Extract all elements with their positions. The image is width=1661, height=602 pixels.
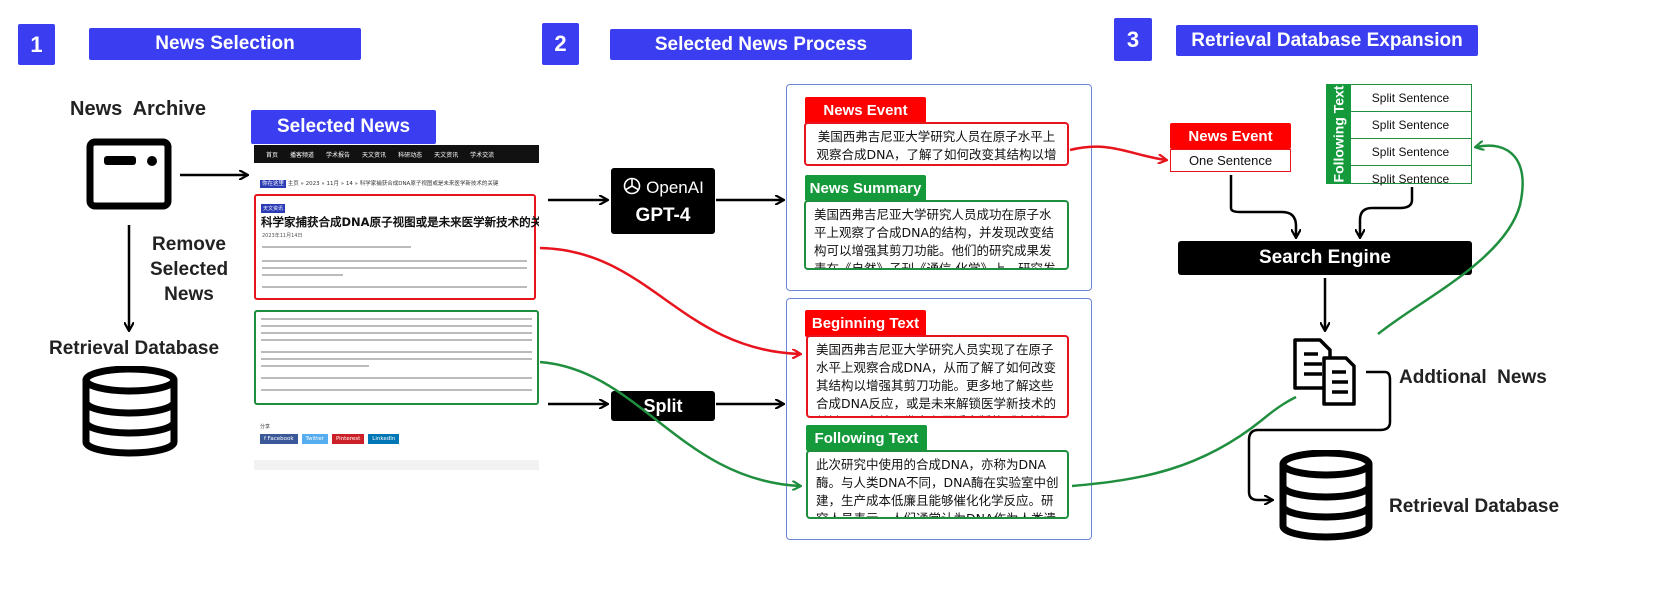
- gpt4-box: OpenAI GPT-4: [611, 168, 715, 234]
- news-summary-tag: News Summary: [805, 175, 926, 201]
- arrow-following-to-database: [1071, 395, 1297, 488]
- nav-home[interactable]: 首页: [266, 151, 279, 159]
- retrieval-database-label-2: Retrieval Database: [1389, 496, 1560, 517]
- additional-news-label: Addtional News: [1399, 367, 1547, 388]
- beginning-text: 美国西弗吉尼亚大学研究人员实现了在原子水平上观察合成DNA，从而了解了如何改变其…: [806, 335, 1069, 418]
- facebook-share-button[interactable]: f Facebook: [260, 434, 298, 444]
- step-3-number: 3: [1114, 18, 1152, 61]
- nav-item[interactable]: 学术交流: [470, 151, 495, 159]
- arrow-news-to-database: [1247, 370, 1392, 500]
- selected-news-header: Selected News: [251, 110, 436, 144]
- remove-line-1: Remove: [152, 234, 226, 255]
- document-icon: [1290, 336, 1362, 410]
- retrieval-database-label-1: Retrieval Database: [49, 338, 220, 359]
- arrow-green-to-following: [539, 360, 800, 486]
- news-event-tag-s3: News Event: [1170, 123, 1291, 149]
- arrow-onesentence-to-search: [1229, 175, 1296, 237]
- webpage-navbar: 首页 播客频道 学术报告 天文资讯 科研动态 天文资讯 学术交流: [254, 145, 539, 163]
- following-text-tag: Following Text: [806, 425, 927, 451]
- openai-label: OpenAI: [646, 178, 704, 197]
- following-text: 此次研究中使用的合成DNA，亦称为DNA酶。与人类DNA不同，DNA酶在实验室中…: [806, 450, 1069, 519]
- split-sentence-list: Split Sentence Split Sentence Split Sent…: [1350, 84, 1472, 186]
- event-section-highlight: 天文资讯 科学家捕获合成DNA原子视图或是未来医学新技术的关键 2023年11月…: [254, 194, 539, 300]
- news-webpage: 首页 播客频道 学术报告 天文资讯 科研动态 天文资讯 学术交流 你在这里 主页…: [254, 145, 539, 470]
- one-sentence-box: One Sentence: [1170, 149, 1291, 172]
- arrow-green-feedback: [1377, 146, 1524, 335]
- split-sentence-item: Split Sentence: [1350, 112, 1471, 139]
- split-box: Split: [611, 391, 715, 421]
- twitter-share-button[interactable]: Twitter: [301, 434, 328, 444]
- step-1-number: 1: [18, 24, 55, 65]
- linkedin-share-button[interactable]: LinkedIn: [368, 434, 400, 444]
- arrow-splitsent-to-search: [1360, 187, 1414, 237]
- nav-item[interactable]: 播客频道: [290, 151, 315, 159]
- breadcrumb-path: 主页 » 2023 » 11月 » 14 » 科学家捕获合成DNA原子视图或是未…: [287, 181, 499, 187]
- news-event-text: 美国西弗吉尼亚大学研究人员在原子水平上观察合成DNA，了解了如何改变其结构以增强…: [804, 122, 1069, 166]
- nav-item[interactable]: 学术报告: [326, 151, 351, 159]
- database-icon: [80, 365, 180, 458]
- openai-logo-icon: [622, 176, 642, 201]
- news-summary-text: 美国西弗吉尼亚大学研究人员成功在原子水平上观察了合成DNA的结构，并发现改变结构…: [804, 200, 1069, 270]
- remove-selected-news-label: Remove Selected News: [150, 232, 228, 307]
- article-lines: [262, 246, 532, 288]
- following-text-vertical-tag: Following Text: [1326, 84, 1351, 184]
- arrow-red-to-news-event: [1069, 145, 1166, 160]
- nav-item[interactable]: 天文资讯: [362, 151, 387, 159]
- gpt4-label: GPT-4: [635, 204, 691, 226]
- remove-line-2: Selected: [150, 259, 229, 280]
- split-output-panel: [786, 298, 1092, 540]
- remove-line-3: News: [164, 284, 214, 305]
- arrow-red-to-beginning: [539, 246, 800, 354]
- step-3-title: Retrieval Database Expansion: [1176, 25, 1478, 56]
- category-badge: 天文资讯: [261, 204, 286, 213]
- beginning-text-tag: Beginning Text: [805, 310, 926, 337]
- news-event-tag: News Event: [805, 97, 926, 124]
- nav-item[interactable]: 科研动态: [398, 151, 423, 159]
- news-archive-label: News Archive: [70, 98, 206, 120]
- database-icon-expanded: [1277, 449, 1375, 542]
- nav-item[interactable]: 天文资讯: [434, 151, 459, 159]
- following-section-highlight: [254, 310, 539, 405]
- split-sentence-item: Split Sentence: [1371, 172, 1450, 186]
- openai-label-row: OpenAI: [622, 176, 704, 201]
- split-sentence-item: Split Sentence: [1350, 85, 1471, 112]
- share-label: 分享: [260, 424, 271, 430]
- share-buttons: f Facebook Twitter Pinterest LinkedIn: [260, 434, 400, 444]
- article-date: 2023年11月14日: [262, 233, 303, 239]
- pinterest-share-button[interactable]: Pinterest: [331, 434, 365, 444]
- breadcrumb: 你在这里 主页 » 2023 » 11月 » 14 » 科学家捕获合成DNA原子…: [260, 179, 499, 188]
- breadcrumb-badge: 你在这里: [260, 180, 287, 188]
- step-2-number: 2: [542, 23, 579, 65]
- article-title: 科学家捕获合成DNA原子视图或是未来医学新技术的关键: [261, 215, 539, 229]
- step-2-title: Selected News Process: [610, 29, 912, 60]
- step-1-title: News Selection: [89, 28, 361, 60]
- search-engine-box: Search Engine: [1178, 241, 1472, 275]
- split-sentence-item: Split Sentence: [1350, 139, 1471, 166]
- archive-icon: [86, 138, 172, 210]
